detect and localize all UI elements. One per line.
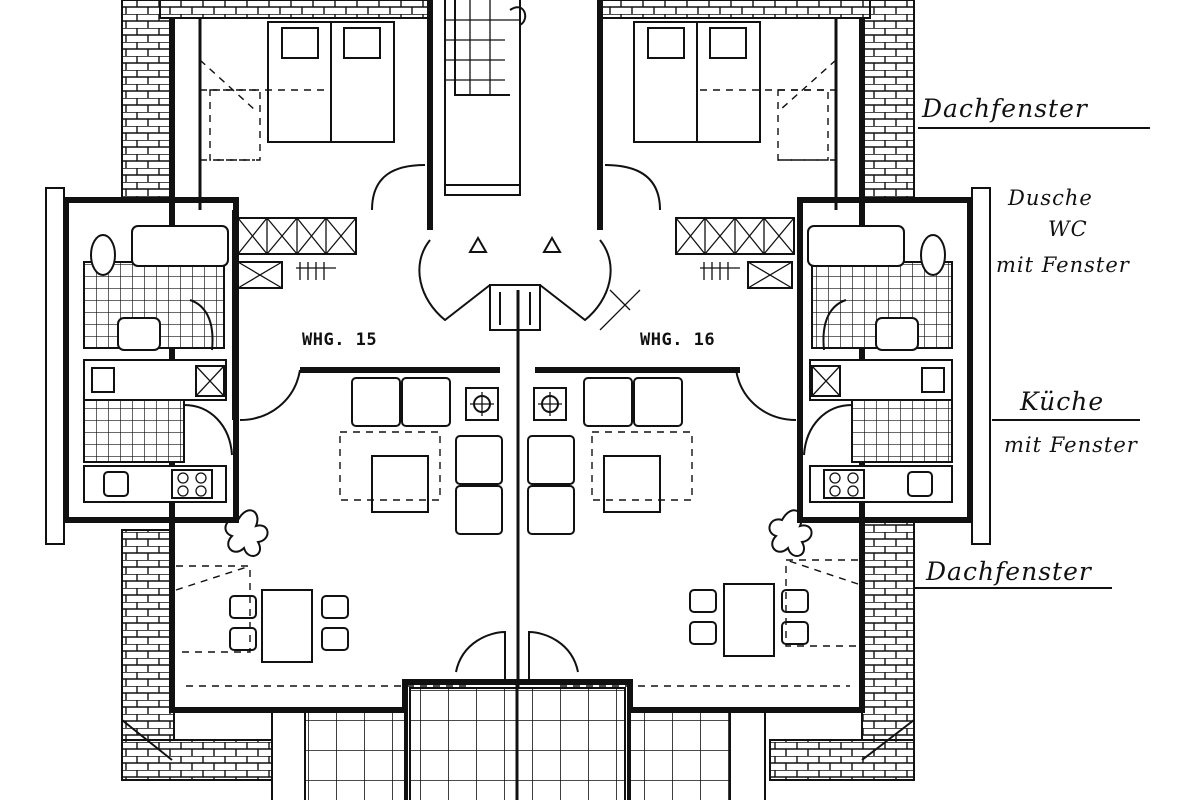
kitchen-left — [83, 359, 233, 503]
terrace — [271, 679, 766, 800]
annotation-text: Dachfenster — [925, 557, 1093, 586]
annotation-kitchen-line1: Küche — [1019, 387, 1104, 416]
bedroom-left — [199, 21, 426, 211]
unit-label-whg-16: WHG. 16 — [640, 330, 715, 350]
annotation-shower-line3: mit Fenster — [996, 253, 1131, 277]
living-room-left — [175, 377, 503, 687]
hall-doors — [239, 235, 797, 421]
bathroom-right — [797, 187, 991, 545]
annotation-roof-window-bottom: Dachfenster — [914, 557, 1112, 589]
balcony-doors — [455, 630, 579, 680]
annotation-text: Dachfenster — [921, 94, 1089, 123]
annotation-kitchen-line2: mit Fenster — [1004, 433, 1139, 457]
unit-label-whg-15: WHG. 15 — [302, 330, 377, 350]
annotation-roof-window-top: Dachfenster — [918, 94, 1150, 129]
outer-brick-walls — [121, 0, 915, 781]
bathroom-left — [45, 187, 239, 545]
bedroom-right — [604, 21, 837, 211]
kitchen-right — [803, 359, 953, 503]
annotation-shower-wc: Dusche WC mit Fenster — [996, 186, 1131, 277]
wardrobes — [237, 217, 795, 289]
annotation-shower-line2: WC — [1048, 217, 1088, 241]
staircase — [444, 0, 527, 196]
annotation-kitchen: Küche mit Fenster — [992, 387, 1140, 457]
living-room-right — [527, 377, 859, 687]
annotation-shower-line1: Dusche — [1007, 186, 1093, 210]
